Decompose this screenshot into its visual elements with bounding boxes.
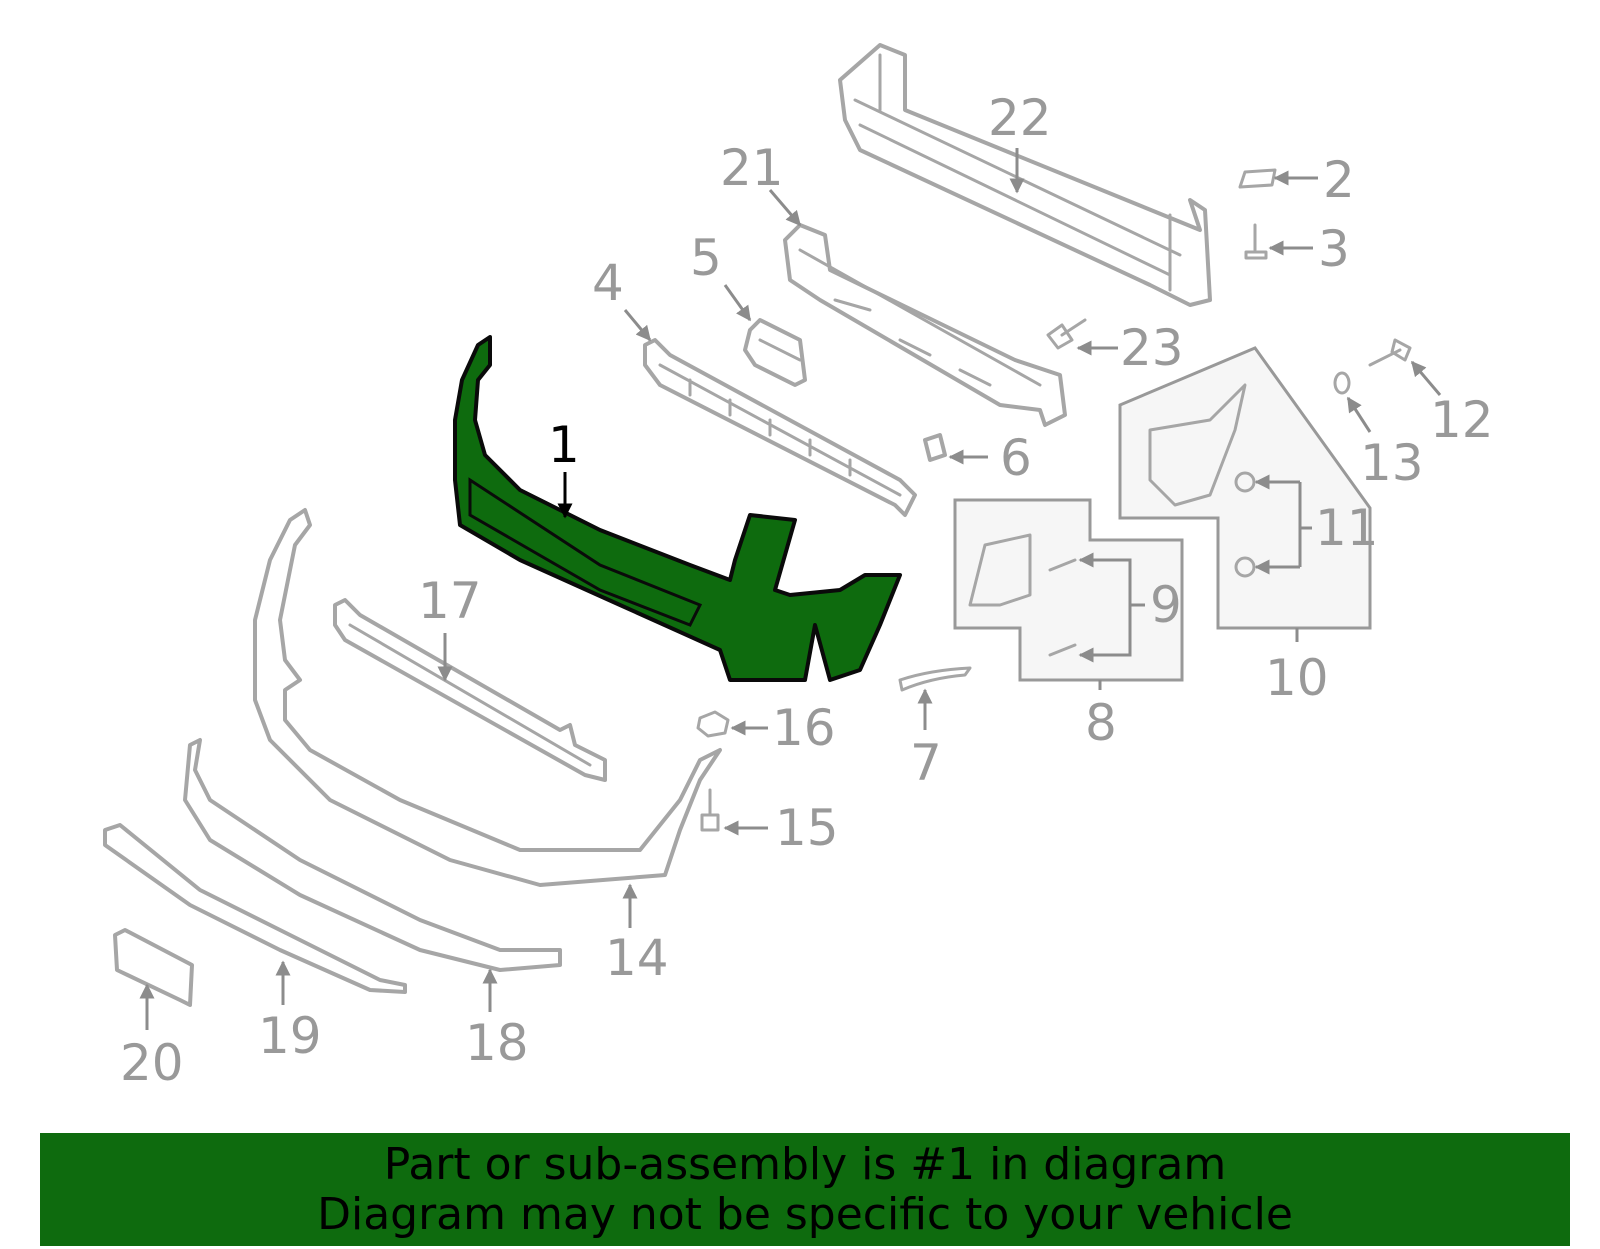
callout-13: 13 [1360,434,1424,492]
part-19-lower-strip [103,823,407,994]
part-2-insert [1238,168,1277,189]
callout-10: 10 [1265,649,1329,707]
callout-1: 1 [548,416,580,474]
part-23-bolt [1046,318,1087,350]
callout-7: 7 [910,734,942,792]
part-12-bolt [1368,338,1412,367]
callout-labels: 1 2 3 4 5 6 7 8 9 10 11 12 13 14 15 16 1… [120,89,1494,1092]
callout-15: 15 [775,799,839,857]
callout-11: 11 [1315,499,1379,557]
callout-5: 5 [690,229,722,287]
part-3-screw [1244,223,1268,260]
callout-22: 22 [988,89,1052,147]
callout-20: 20 [120,1034,184,1092]
callout-9: 9 [1150,576,1182,634]
callout-2: 2 [1323,151,1355,209]
part-21-energy-absorber [783,223,1067,427]
info-banner: Part or sub-assembly is #1 in diagram Di… [40,1133,1570,1246]
part-7-strip [898,666,972,692]
callout-6: 6 [1000,429,1032,487]
part-1-bumper-cover [453,335,902,682]
parts-diagram: 1 2 3 4 5 6 7 8 9 10 11 12 13 14 15 16 1… [103,43,1494,1092]
box-8-bracket-kit [953,498,1184,682]
banner-line-2: Diagram may not be specific to your vehi… [317,1189,1293,1240]
callout-23: 23 [1120,319,1184,377]
part-20-plate [113,928,194,1007]
callout-12: 12 [1430,391,1494,449]
callout-17: 17 [418,572,482,630]
part-15-bolt [700,788,720,832]
banner-line-1: Part or sub-assembly is #1 in diagram [383,1139,1227,1190]
part-6-clip [923,433,947,462]
callout-3: 3 [1318,220,1350,278]
box-10-deflector-kit [1118,346,1372,630]
part-14-lower-cover [253,508,722,887]
callout-4: 4 [592,254,624,312]
callout-14: 14 [605,929,669,987]
callout-21: 21 [720,139,784,197]
leader-lines [139,148,1442,1030]
callout-16: 16 [772,699,836,757]
part-18-trim [183,738,562,972]
part-17-lower-grille [333,598,607,782]
callout-8: 8 [1085,694,1117,752]
part-13-washer [1333,371,1351,395]
callout-19: 19 [258,1007,322,1065]
part-22-reinforcement-beam [838,43,1212,307]
part-4-upper-support [643,338,917,517]
part-5-bracket [743,318,807,387]
callout-18: 18 [465,1014,529,1072]
part-16-nut [696,710,730,738]
